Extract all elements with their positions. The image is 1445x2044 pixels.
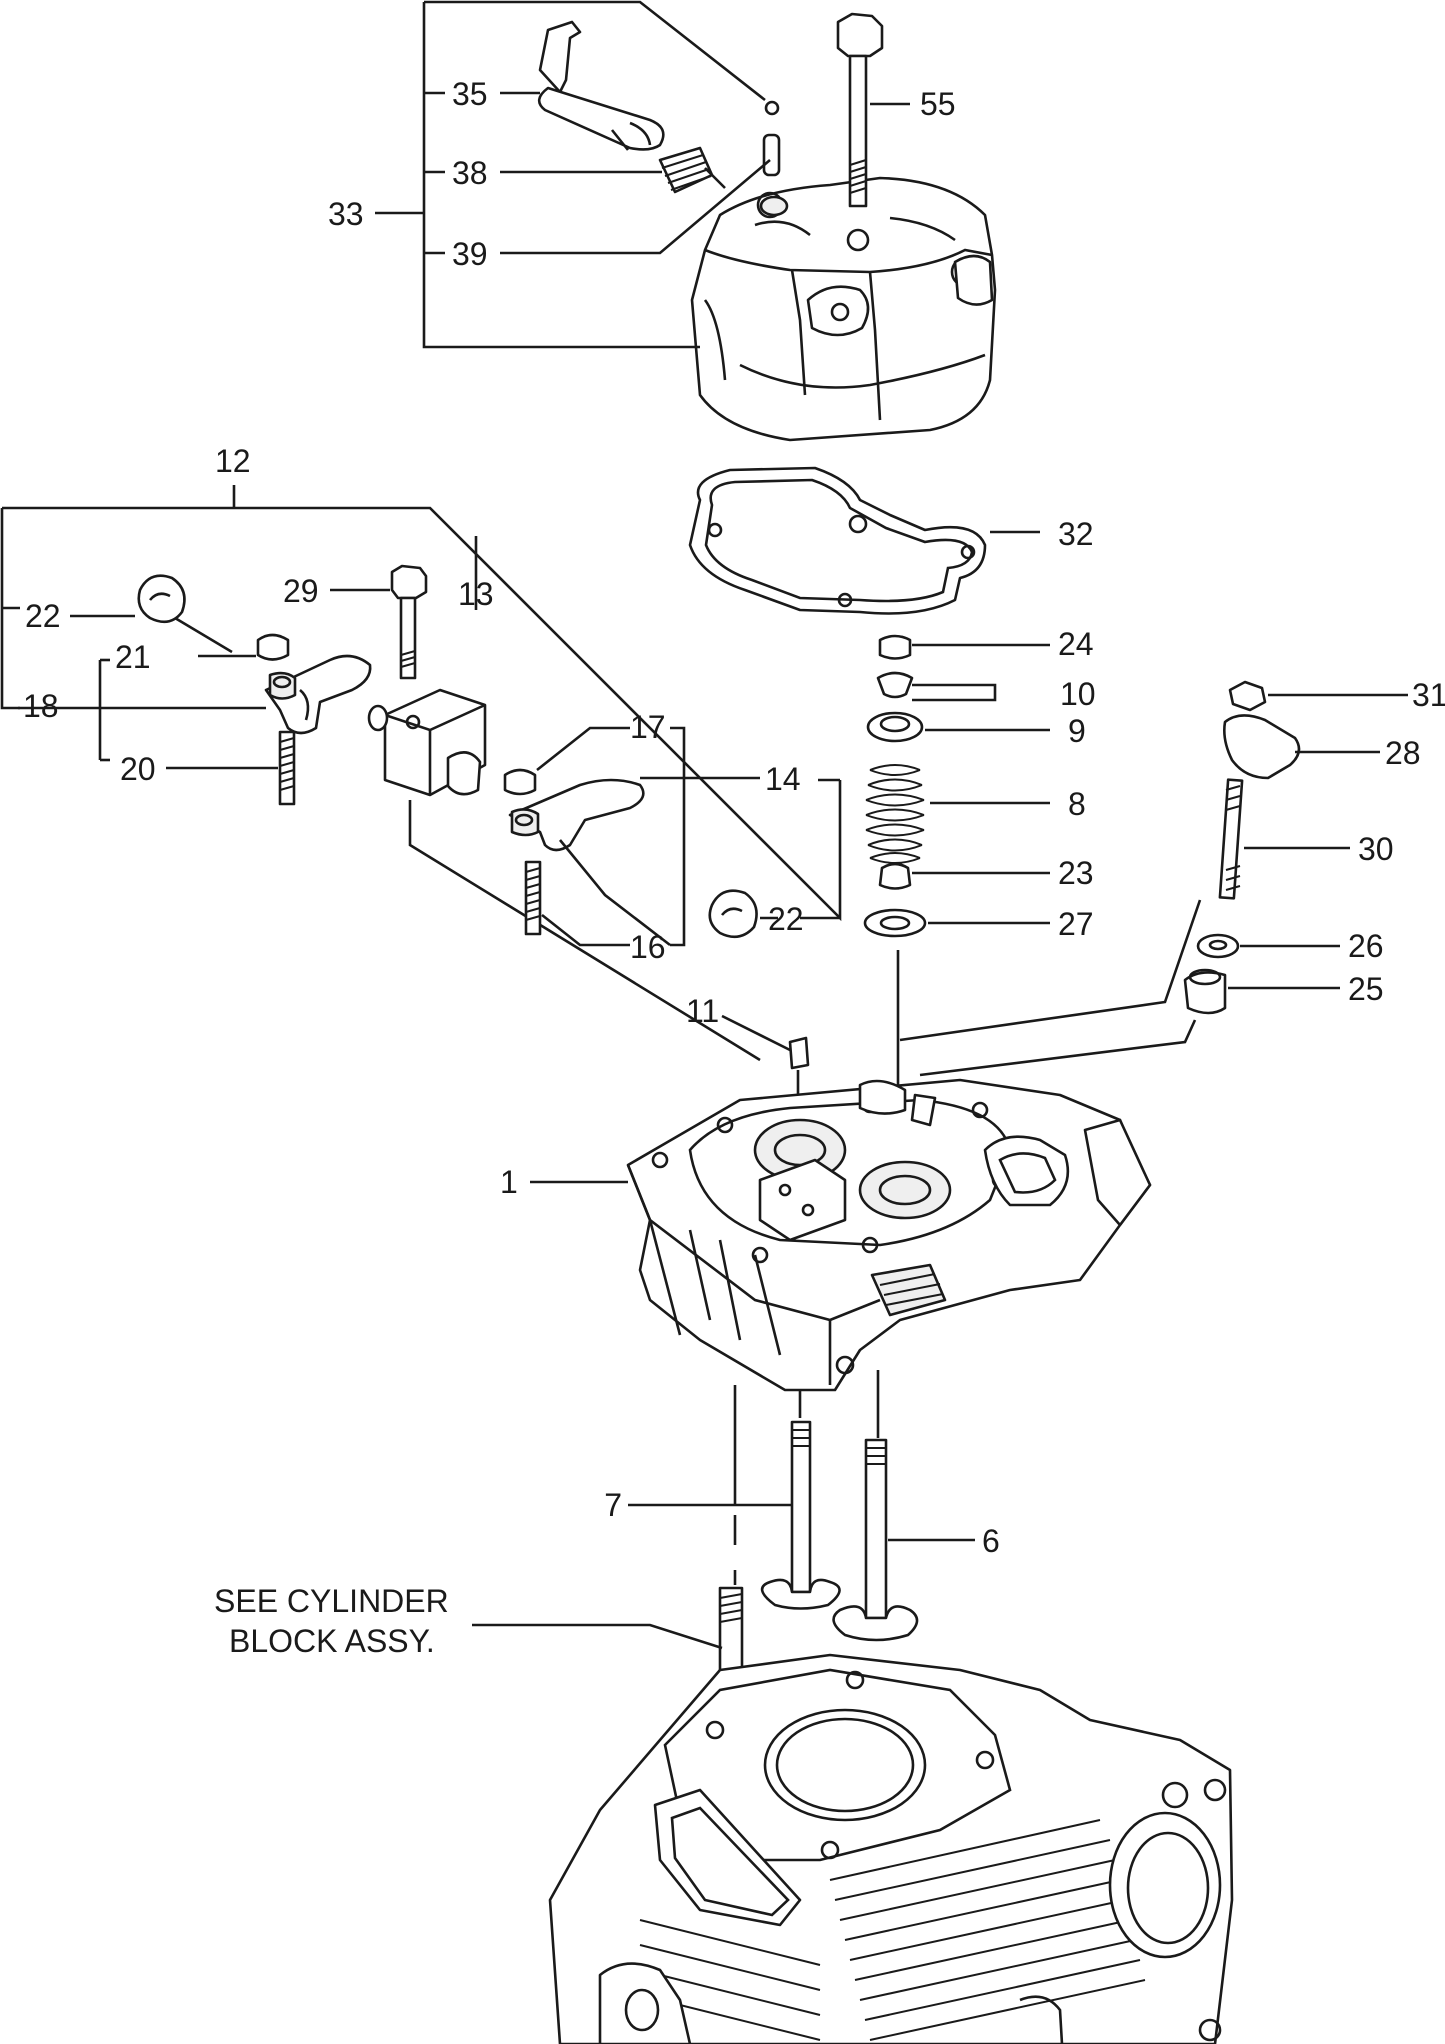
callout-22-right: 22 <box>768 901 804 937</box>
pin-parts <box>762 100 781 177</box>
cover-bolt <box>836 12 884 208</box>
callout-12: 12 <box>215 443 251 479</box>
callout-18: 18 <box>23 688 59 724</box>
callout-35: 35 <box>452 76 488 112</box>
callout-14: 14 <box>765 761 801 797</box>
callout-21: 21 <box>115 639 151 675</box>
callout-23: 23 <box>1058 855 1094 891</box>
callout-30: 30 <box>1358 831 1394 867</box>
cylinder-head <box>530 1078 1152 1392</box>
callout-22-left: 22 <box>25 598 61 634</box>
callout-33: 33 <box>328 196 364 232</box>
cover-callout-group <box>375 0 910 349</box>
callout-10: 10 <box>1060 676 1096 712</box>
rocker-arm-group <box>0 485 842 1062</box>
callout-31: 31 <box>1412 677 1445 713</box>
reference-note: SEE CYLINDER BLOCK ASSY. <box>214 1583 449 1659</box>
cover-gasket <box>688 466 1040 615</box>
callout-38: 38 <box>452 155 488 191</box>
callout-17: 17 <box>630 709 666 745</box>
callout-25: 25 <box>1348 971 1384 1007</box>
callout-7: 7 <box>604 1487 622 1523</box>
valves <box>628 1370 975 1642</box>
callout-6: 6 <box>982 1523 1000 1559</box>
callout-27: 27 <box>1058 906 1094 942</box>
cylinder-head-cover <box>690 176 997 442</box>
callout-55: 55 <box>920 86 956 122</box>
note-line-1: SEE CYLINDER <box>214 1583 449 1619</box>
callout-39: 39 <box>452 236 488 272</box>
callout-8: 8 <box>1068 786 1086 822</box>
callout-24: 24 <box>1058 626 1094 662</box>
decompression-lever <box>537 20 665 151</box>
callout-13: 13 <box>458 576 494 612</box>
callout-20: 20 <box>120 751 156 787</box>
callout-29: 29 <box>283 573 319 609</box>
callout-11: 11 <box>686 993 719 1029</box>
note-line-2: BLOCK ASSY. <box>229 1623 435 1659</box>
callout-labels: 33 35 38 39 55 32 12 13 29 22 21 18 20 1… <box>23 76 1445 1559</box>
callout-28: 28 <box>1385 735 1421 771</box>
callout-1: 1 <box>500 1164 518 1200</box>
lever-spring <box>658 146 726 194</box>
callout-16: 16 <box>630 929 666 965</box>
callout-9: 9 <box>1068 713 1086 749</box>
callout-26: 26 <box>1348 928 1384 964</box>
manifold-fasteners <box>899 680 1408 1077</box>
callout-32: 32 <box>1058 516 1094 552</box>
cylinder-block <box>472 1586 1234 2044</box>
dowel-pin <box>721 1014 810 1110</box>
valve-spring-stack <box>863 634 1050 1170</box>
